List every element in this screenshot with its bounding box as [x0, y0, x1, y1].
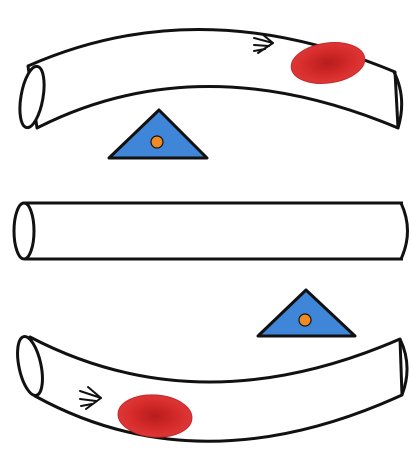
middle-tube-left-end	[14, 203, 34, 259]
top-panel	[16, 29, 402, 129]
middle-panel	[14, 203, 408, 259]
top-pivot-dot-icon	[151, 136, 163, 148]
bottom-panel	[13, 334, 407, 441]
middle-tube-body	[24, 203, 402, 259]
bottom-fulcrum-icon	[258, 290, 355, 336]
bottom-tube-body	[30, 337, 402, 441]
bottom-pivot-dot-icon	[299, 314, 311, 326]
top-fulcrum-icon	[109, 110, 207, 158]
